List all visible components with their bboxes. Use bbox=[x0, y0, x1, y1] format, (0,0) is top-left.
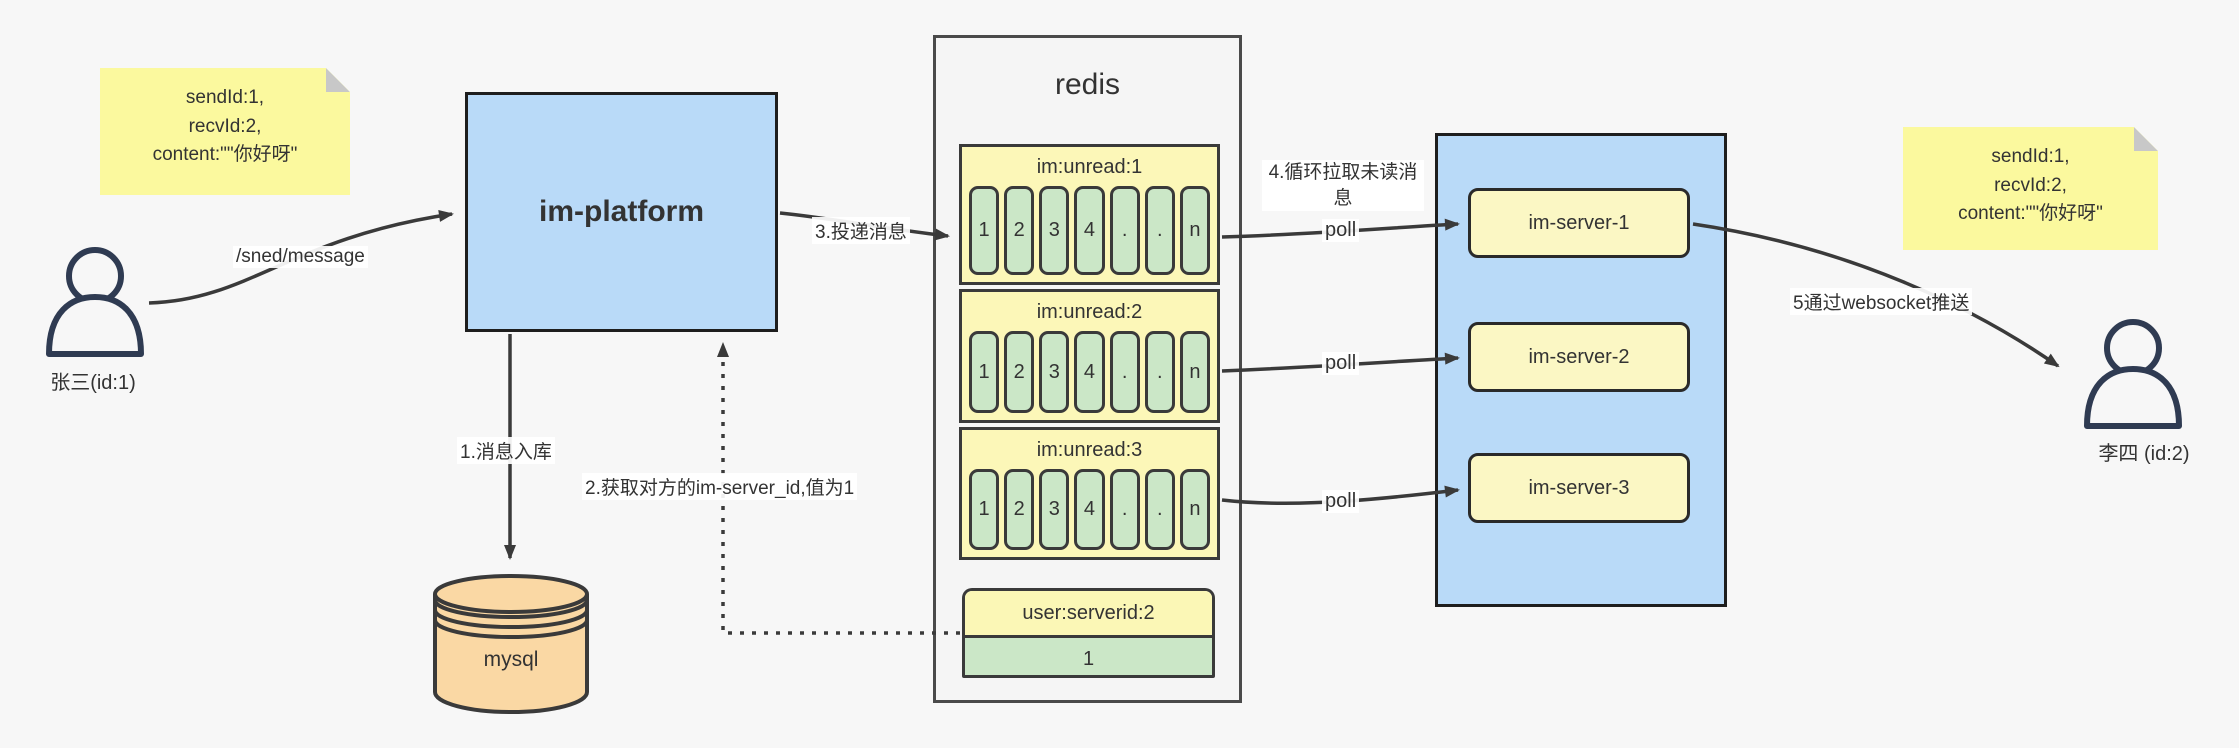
im-server-2-box: im-server-2 bbox=[1468, 322, 1690, 392]
queue-cell: n bbox=[1179, 186, 1210, 275]
queue-cell: 4 bbox=[1074, 331, 1105, 413]
queue-cell: 1 bbox=[969, 186, 1000, 275]
receiver-message-note: sendId:1, recvId:2, content:""你好呀" bbox=[1903, 127, 2158, 250]
queue-cell: n bbox=[1179, 331, 1210, 413]
im-server-label: im-server-3 bbox=[1528, 476, 1630, 499]
im-server-label: im-server-2 bbox=[1528, 345, 1630, 368]
edge-label-step1: 1.消息入库 bbox=[457, 437, 555, 464]
queue-cell: 3 bbox=[1039, 469, 1070, 550]
queue-cell: 2 bbox=[1004, 331, 1035, 413]
queue-cell: 4 bbox=[1074, 186, 1105, 275]
queue-cell: 3 bbox=[1039, 186, 1070, 275]
queue-cells: 1 2 3 4 . . n bbox=[962, 331, 1217, 420]
note-line: sendId:1, bbox=[185, 87, 265, 108]
note-line: recvId:2, bbox=[188, 115, 262, 137]
note-line: recvId:2, bbox=[1994, 174, 2067, 196]
queue-cell: . bbox=[1109, 186, 1140, 275]
queue-cell: . bbox=[1144, 331, 1175, 413]
queue-cell: . bbox=[1144, 469, 1175, 550]
note-fold-corner bbox=[326, 68, 350, 92]
queue-name: im:unread:3 bbox=[1036, 439, 1143, 461]
note-fold-corner bbox=[2134, 127, 2158, 151]
redis-queue-im-unread-3: im:unread:3 1 2 3 4 . . n bbox=[959, 427, 1220, 560]
receiver-person-icon bbox=[2084, 319, 2182, 429]
queue-cell: 2 bbox=[1004, 469, 1035, 550]
queue-cells: 1 2 3 4 . . n bbox=[962, 469, 1217, 557]
mapping-value: 1 bbox=[965, 638, 1212, 675]
queue-cell: 2 bbox=[1004, 186, 1035, 275]
im-platform-box: im-platform bbox=[465, 92, 778, 332]
edge-label-step5: 5通过websocket推送 bbox=[1790, 288, 1973, 315]
sender-label: 张三(id:1) bbox=[50, 372, 136, 394]
queue-cell: 1 bbox=[969, 469, 1000, 550]
im-platform-label: im-platform bbox=[539, 195, 704, 228]
mysql-database-icon bbox=[433, 574, 589, 714]
queue-cell: 1 bbox=[969, 331, 1000, 413]
note-line: sendId:1, bbox=[1991, 146, 2070, 167]
redis-queue-im-unread-1: im:unread:1 1 2 3 4 . . n bbox=[959, 144, 1220, 285]
queue-cell: . bbox=[1109, 331, 1140, 413]
mysql-label: mysql bbox=[483, 648, 539, 671]
queue-cell: n bbox=[1179, 469, 1210, 550]
mapping-key: user:serverid:2 bbox=[965, 591, 1212, 638]
queue-cells: 1 2 3 4 . . n bbox=[962, 186, 1217, 282]
queue-name: im:unread:1 bbox=[1036, 156, 1143, 178]
edge-label-step2: 2.获取对方的im-server_id,值为1 bbox=[582, 473, 858, 500]
receiver-label: 李四 (id:2) bbox=[2098, 443, 2190, 465]
redis-user-serverid-box: user:serverid:2 1 bbox=[962, 588, 1215, 678]
edge-label-send-api: /sned/message bbox=[233, 246, 368, 268]
sender-person-icon bbox=[46, 247, 144, 357]
im-server-3-box: im-server-3 bbox=[1468, 453, 1690, 523]
note-line: content:""你好呀" bbox=[1958, 203, 2103, 224]
queue-cell: . bbox=[1109, 469, 1140, 550]
im-server-1-box: im-server-1 bbox=[1468, 188, 1690, 258]
queue-cell: 3 bbox=[1039, 331, 1070, 413]
edge-label-poll-1: poll bbox=[1322, 219, 1360, 242]
queue-name: im:unread:2 bbox=[1036, 301, 1143, 323]
redis-title: redis bbox=[1054, 68, 1121, 101]
edge-label-step4: 4.循环拉取未读消息 bbox=[1262, 160, 1424, 212]
edge-label-step3: 3.投递消息 bbox=[812, 217, 910, 244]
redis-queue-im-unread-2: im:unread:2 1 2 3 4 . . n bbox=[959, 289, 1220, 423]
queue-cell: . bbox=[1144, 186, 1175, 275]
queue-cell: 4 bbox=[1074, 469, 1105, 550]
edge-label-poll-2: poll bbox=[1322, 352, 1360, 375]
im-server-label: im-server-1 bbox=[1528, 211, 1630, 234]
note-line: content:""你好呀" bbox=[152, 144, 298, 165]
edge-label-poll-3: poll bbox=[1322, 490, 1360, 513]
sender-message-note: sendId:1, recvId:2, content:""你好呀" bbox=[100, 68, 350, 195]
